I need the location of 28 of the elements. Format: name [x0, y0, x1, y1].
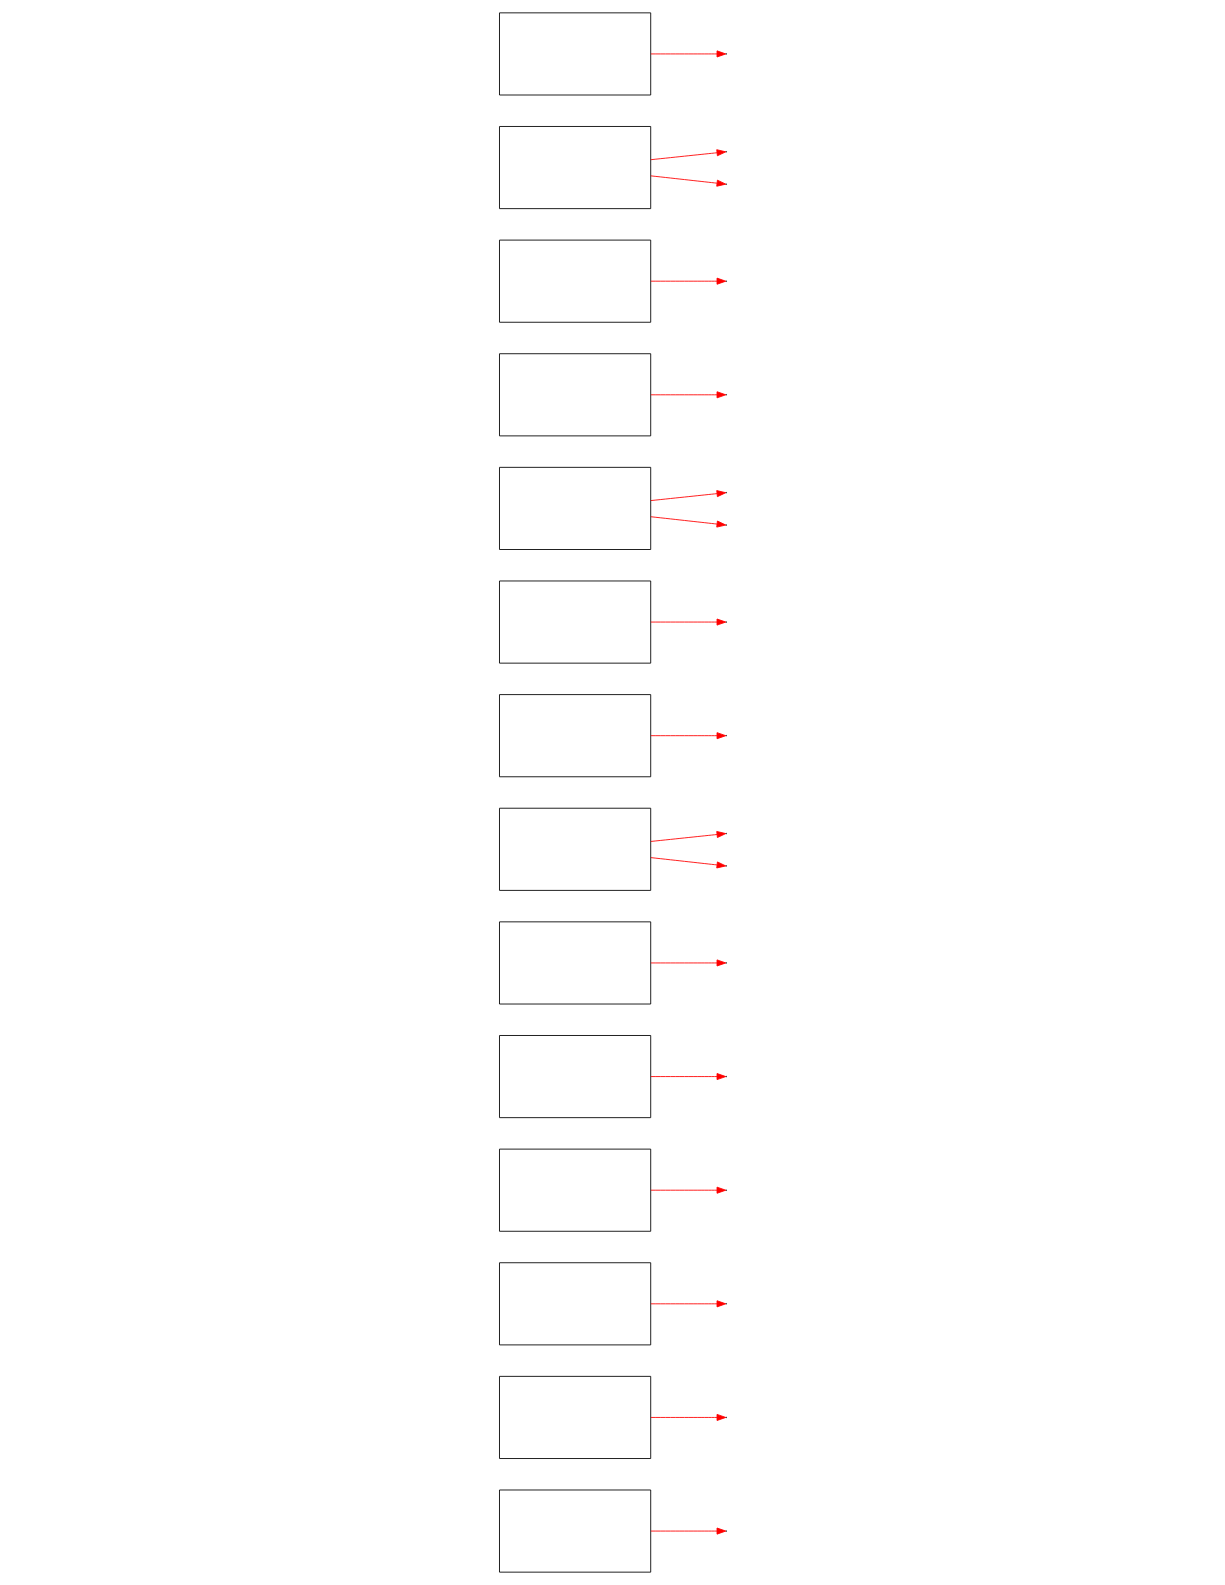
node-box — [498, 1375, 651, 1459]
node-box — [498, 239, 651, 323]
arrow — [650, 857, 726, 869]
arrow — [650, 391, 726, 399]
arrow — [650, 149, 726, 161]
node-box — [498, 126, 651, 210]
arrow — [650, 516, 726, 528]
node-box — [498, 1262, 651, 1346]
arrow — [650, 618, 726, 626]
arrow — [650, 50, 726, 58]
node-box — [498, 921, 651, 1005]
arrow — [650, 732, 726, 740]
node-box — [498, 807, 651, 891]
arrow — [650, 1186, 726, 1194]
arrow — [650, 277, 726, 285]
arrow — [650, 959, 726, 967]
node-box — [498, 580, 651, 664]
arrow — [650, 490, 726, 501]
arrow — [650, 175, 726, 187]
node-box — [498, 1148, 651, 1232]
node-box — [498, 12, 651, 96]
node-box — [498, 1489, 651, 1573]
node-box — [498, 694, 651, 778]
node-box — [498, 1035, 651, 1119]
arrow — [650, 1300, 726, 1308]
node-box — [498, 466, 651, 550]
arrow — [650, 1527, 726, 1535]
node-box — [498, 353, 651, 437]
